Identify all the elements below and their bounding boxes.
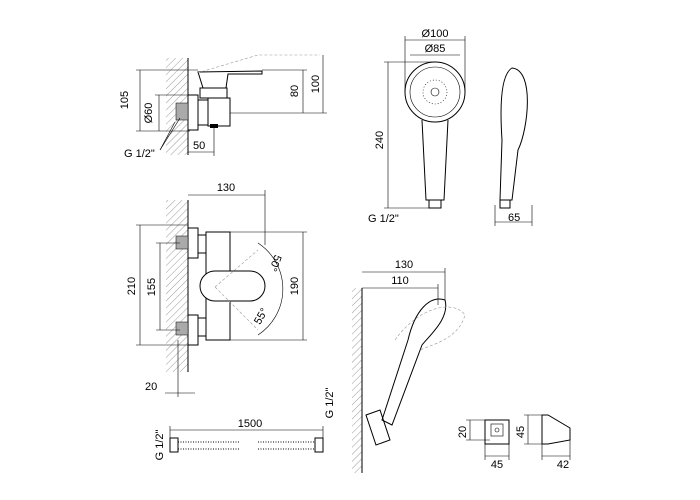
- thread-label: G 1/2": [124, 148, 155, 160]
- dim-100: 100: [310, 75, 322, 93]
- angle-55: 55°: [252, 306, 271, 326]
- dim-80: 80: [289, 85, 301, 97]
- dim-20: 20: [145, 381, 157, 393]
- dim-diameter-85: Ø85: [425, 43, 446, 55]
- dim-130: 130: [217, 182, 235, 194]
- hand-shower-views: Ø100 Ø85 240 G 1/2" 65: [368, 28, 533, 226]
- dim-240: 240: [374, 131, 386, 149]
- shower-holder-view: 130 110 G 1/2": [324, 259, 466, 473]
- dim-42: 42: [557, 459, 569, 471]
- dim-105: 105: [119, 91, 131, 109]
- thread-label: G 1/2": [368, 213, 399, 225]
- thread-label: G 1/2": [154, 430, 166, 461]
- dim-45-height: 45: [515, 426, 527, 438]
- dim-210: 210: [126, 277, 138, 295]
- dim-190: 190: [289, 277, 301, 295]
- wall-bracket-views: 20 45 45 42: [457, 414, 571, 471]
- dim-110: 110: [391, 275, 409, 287]
- dim-diameter-60: Ø60: [143, 103, 155, 124]
- dim-45-width: 45: [491, 459, 503, 471]
- hose-view: G 1/2" 1500: [154, 418, 324, 461]
- dim-130: 130: [395, 259, 413, 271]
- dim-diameter-100: Ø100: [422, 28, 449, 40]
- dim-155: 155: [146, 278, 158, 296]
- thread-label: G 1/2": [324, 388, 336, 419]
- dim-50: 50: [193, 140, 205, 152]
- dim-65: 65: [508, 212, 520, 224]
- angle-50: 50°: [266, 253, 283, 273]
- mixer-front-view: 130 210 155 190 50° 55° 20: [126, 182, 307, 397]
- mixer-side-view: 105 Ø60 G 1/2" 50 80 100: [119, 54, 327, 160]
- dim-20: 20: [457, 426, 469, 438]
- hose-length: 1500: [238, 418, 262, 430]
